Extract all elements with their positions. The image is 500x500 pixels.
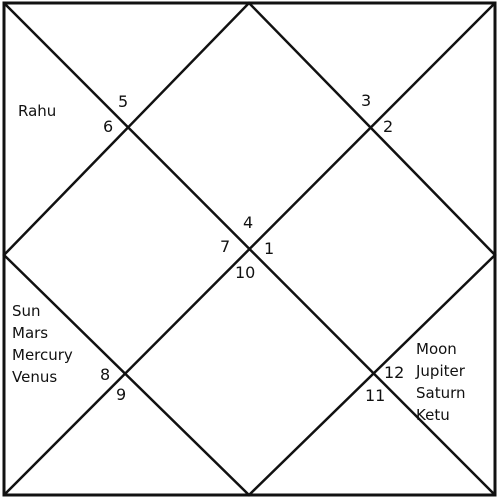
planet-label: Venus bbox=[12, 368, 58, 386]
planet-label: Mercury bbox=[12, 346, 73, 364]
planet-label: Jupiter bbox=[416, 362, 465, 380]
planets-rahu: Rahu bbox=[18, 100, 56, 122]
house-number-11: 11 bbox=[365, 386, 386, 405]
planets-right-group: Moon Jupiter Saturn Ketu bbox=[416, 338, 466, 426]
house-number-3: 3 bbox=[361, 91, 372, 110]
planet-label: Saturn bbox=[416, 384, 466, 402]
planet-label: Moon bbox=[416, 340, 457, 358]
planets-left-group: Sun Mars Mercury Venus bbox=[12, 300, 73, 388]
diagonal-tr-bl bbox=[3, 2, 496, 496]
house-number-7: 7 bbox=[220, 237, 231, 256]
house-number-6: 6 bbox=[103, 117, 114, 136]
planet-label: Sun bbox=[12, 302, 41, 320]
planet-label: Mars bbox=[12, 324, 49, 342]
house-number-4: 4 bbox=[243, 213, 254, 232]
house-number-12: 12 bbox=[384, 363, 405, 382]
planet-label: Ketu bbox=[416, 406, 450, 424]
house-number-2: 2 bbox=[383, 117, 394, 136]
house-number-9: 9 bbox=[116, 385, 127, 404]
house-number-1: 1 bbox=[264, 239, 275, 258]
planet-label: Rahu bbox=[18, 102, 57, 120]
house-number-8: 8 bbox=[100, 365, 111, 384]
house-number-10: 10 bbox=[235, 263, 256, 282]
house-number-5: 5 bbox=[118, 92, 129, 111]
